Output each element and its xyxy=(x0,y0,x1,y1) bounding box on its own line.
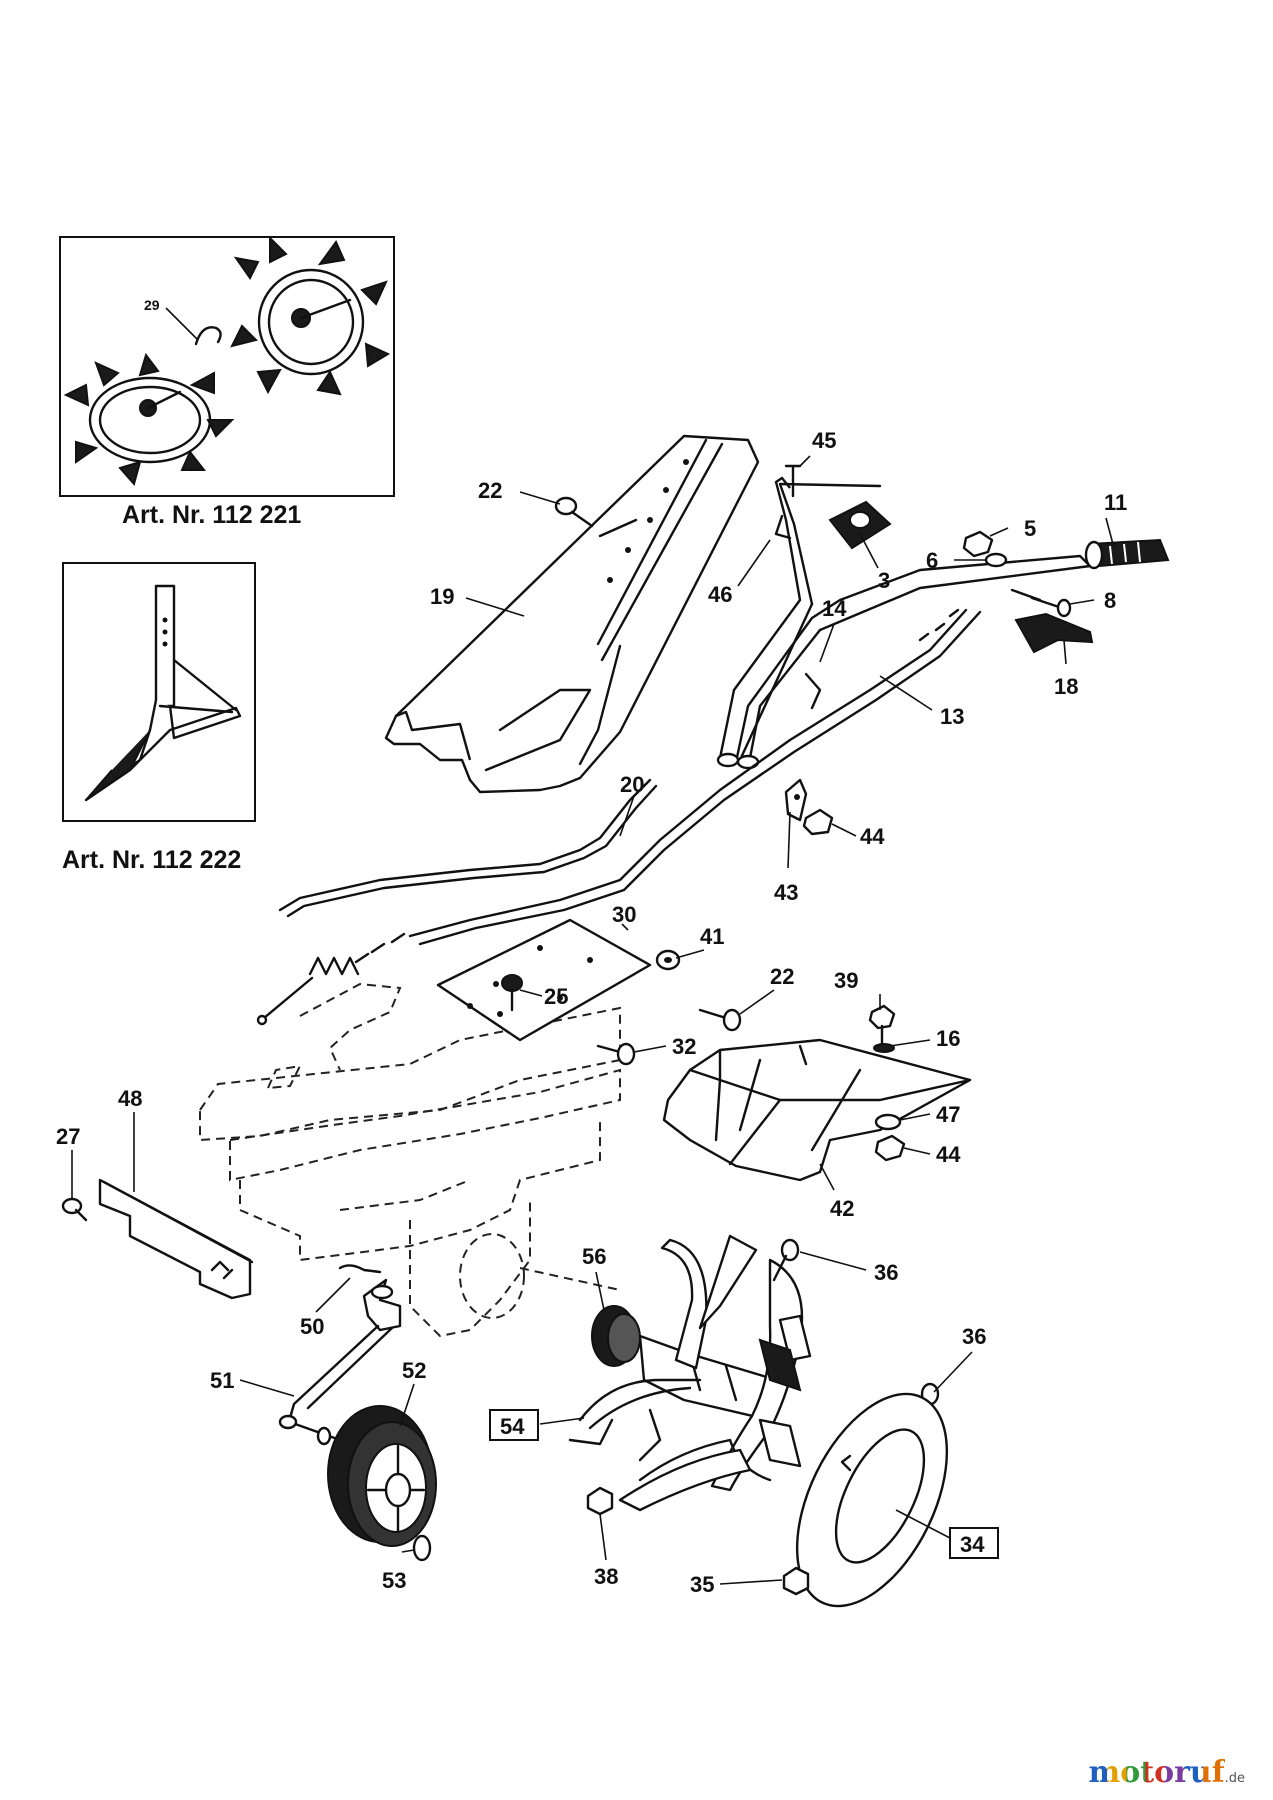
inset-plough xyxy=(62,562,256,822)
inset-frame-plough xyxy=(62,562,256,822)
callout-32: 32 xyxy=(672,1034,696,1059)
pin-29-icon xyxy=(194,326,222,346)
callout-25: 25 xyxy=(544,984,568,1009)
gearbox-frame-hidden xyxy=(199,982,621,1338)
hub-56 xyxy=(591,1305,641,1367)
callout-18: 18 xyxy=(1054,674,1078,699)
callout-13: 13 xyxy=(940,704,964,729)
plate-30 xyxy=(436,918,652,1042)
leader-lines xyxy=(71,455,1115,1585)
callout-11: 11 xyxy=(1104,490,1127,515)
tiller-tines-54 xyxy=(568,1234,812,1512)
screw-36-upper xyxy=(772,1238,800,1282)
callout-22-mid: 22 xyxy=(770,964,794,989)
callout-38: 38 xyxy=(594,1564,618,1589)
pin-50 xyxy=(338,1264,382,1274)
callout-14: 14 xyxy=(822,596,847,621)
cable-spring xyxy=(256,932,406,1026)
callout-56: 56 xyxy=(582,1244,606,1269)
nut-44-bottom xyxy=(874,1134,906,1162)
callout-20: 20 xyxy=(620,772,644,797)
callout-29: 29 xyxy=(144,297,160,313)
callout-box-54 xyxy=(489,1409,539,1441)
grip-11 xyxy=(1084,538,1170,570)
callout-51: 51 xyxy=(210,1368,234,1393)
callout-numbers: 45 22 19 46 3 5 6 11 8 14 18 13 20 44 43… xyxy=(56,428,1127,1597)
callout-41: 41 xyxy=(700,924,724,949)
nut-5 xyxy=(962,530,994,558)
bolt-25 xyxy=(501,974,523,1012)
callout-45: 45 xyxy=(812,428,836,453)
screw-27 xyxy=(61,1197,88,1222)
lever-18 xyxy=(1014,612,1094,654)
callout-34: 34 xyxy=(960,1532,985,1557)
callout-5: 5 xyxy=(1024,516,1036,541)
inset-spiked-wheels: 29 xyxy=(59,235,395,497)
brand-logo: motoruf.de xyxy=(1088,1755,1245,1790)
brand-logo-text: motoruf xyxy=(1088,1755,1225,1790)
bolt-32 xyxy=(596,1042,636,1066)
callout-36-upper: 36 xyxy=(874,1260,898,1285)
wheel-axle-51 xyxy=(278,1278,402,1446)
washer-47 xyxy=(874,1113,902,1131)
wheel-52 xyxy=(327,1405,437,1547)
callout-53: 53 xyxy=(382,1568,406,1593)
callout-36-lower: 36 xyxy=(962,1324,986,1349)
callout-52: 52 xyxy=(402,1358,426,1383)
callout-16: 16 xyxy=(936,1026,960,1051)
nut-44-top xyxy=(802,808,834,836)
clamp-43 xyxy=(784,778,808,822)
callout-19: 19 xyxy=(430,584,454,609)
screw-8 xyxy=(1010,588,1072,618)
nut-53 xyxy=(412,1534,432,1562)
caption-art-112-222: Art. Nr. 112 222 xyxy=(62,846,241,874)
inset-frame-wheels xyxy=(59,236,395,497)
callout-44-bottom: 44 xyxy=(936,1142,961,1167)
callout-22-top: 22 xyxy=(478,478,502,503)
callout-box-34 xyxy=(949,1527,999,1559)
protection-disc-34 xyxy=(795,1392,949,1608)
handlebar-14 xyxy=(716,476,1092,770)
cable-20 xyxy=(278,778,652,912)
callout-27: 27 xyxy=(56,1124,80,1149)
washer-6 xyxy=(984,552,1008,568)
handle-cover-19 xyxy=(384,434,760,794)
callout-35: 35 xyxy=(690,1572,714,1597)
switch-3 xyxy=(828,500,892,550)
callout-46: 46 xyxy=(708,582,732,607)
screw-22-top xyxy=(554,496,594,528)
cable-13 xyxy=(408,608,968,938)
callout-43: 43 xyxy=(774,880,798,905)
fender-42 xyxy=(662,1038,972,1182)
nut-35 xyxy=(782,1566,810,1596)
callout-3: 3 xyxy=(878,568,890,593)
caption-art-112-221: Art. Nr. 112 221 xyxy=(122,501,301,529)
callout-50: 50 xyxy=(300,1314,324,1339)
weight-plate-48 xyxy=(98,1178,254,1300)
brand-suffix: .de xyxy=(1224,1771,1245,1786)
callout-48: 48 xyxy=(118,1086,142,1111)
nut-38 xyxy=(586,1486,614,1516)
callout-54: 54 xyxy=(500,1414,525,1439)
spiked-wheel-left xyxy=(63,352,235,487)
spiked-wheel-right xyxy=(230,235,391,396)
callout-44-top: 44 xyxy=(860,824,885,849)
callout-47: 47 xyxy=(936,1102,960,1127)
callout-42: 42 xyxy=(830,1196,854,1221)
callout-8: 8 xyxy=(1104,588,1116,613)
callout-30: 30 xyxy=(612,902,636,927)
screw-45 xyxy=(784,464,802,498)
bolt-22-mid xyxy=(698,1008,742,1032)
callout-39: 39 xyxy=(834,968,858,993)
bolt-39 xyxy=(868,1004,896,1053)
callout-6: 6 xyxy=(926,548,938,573)
